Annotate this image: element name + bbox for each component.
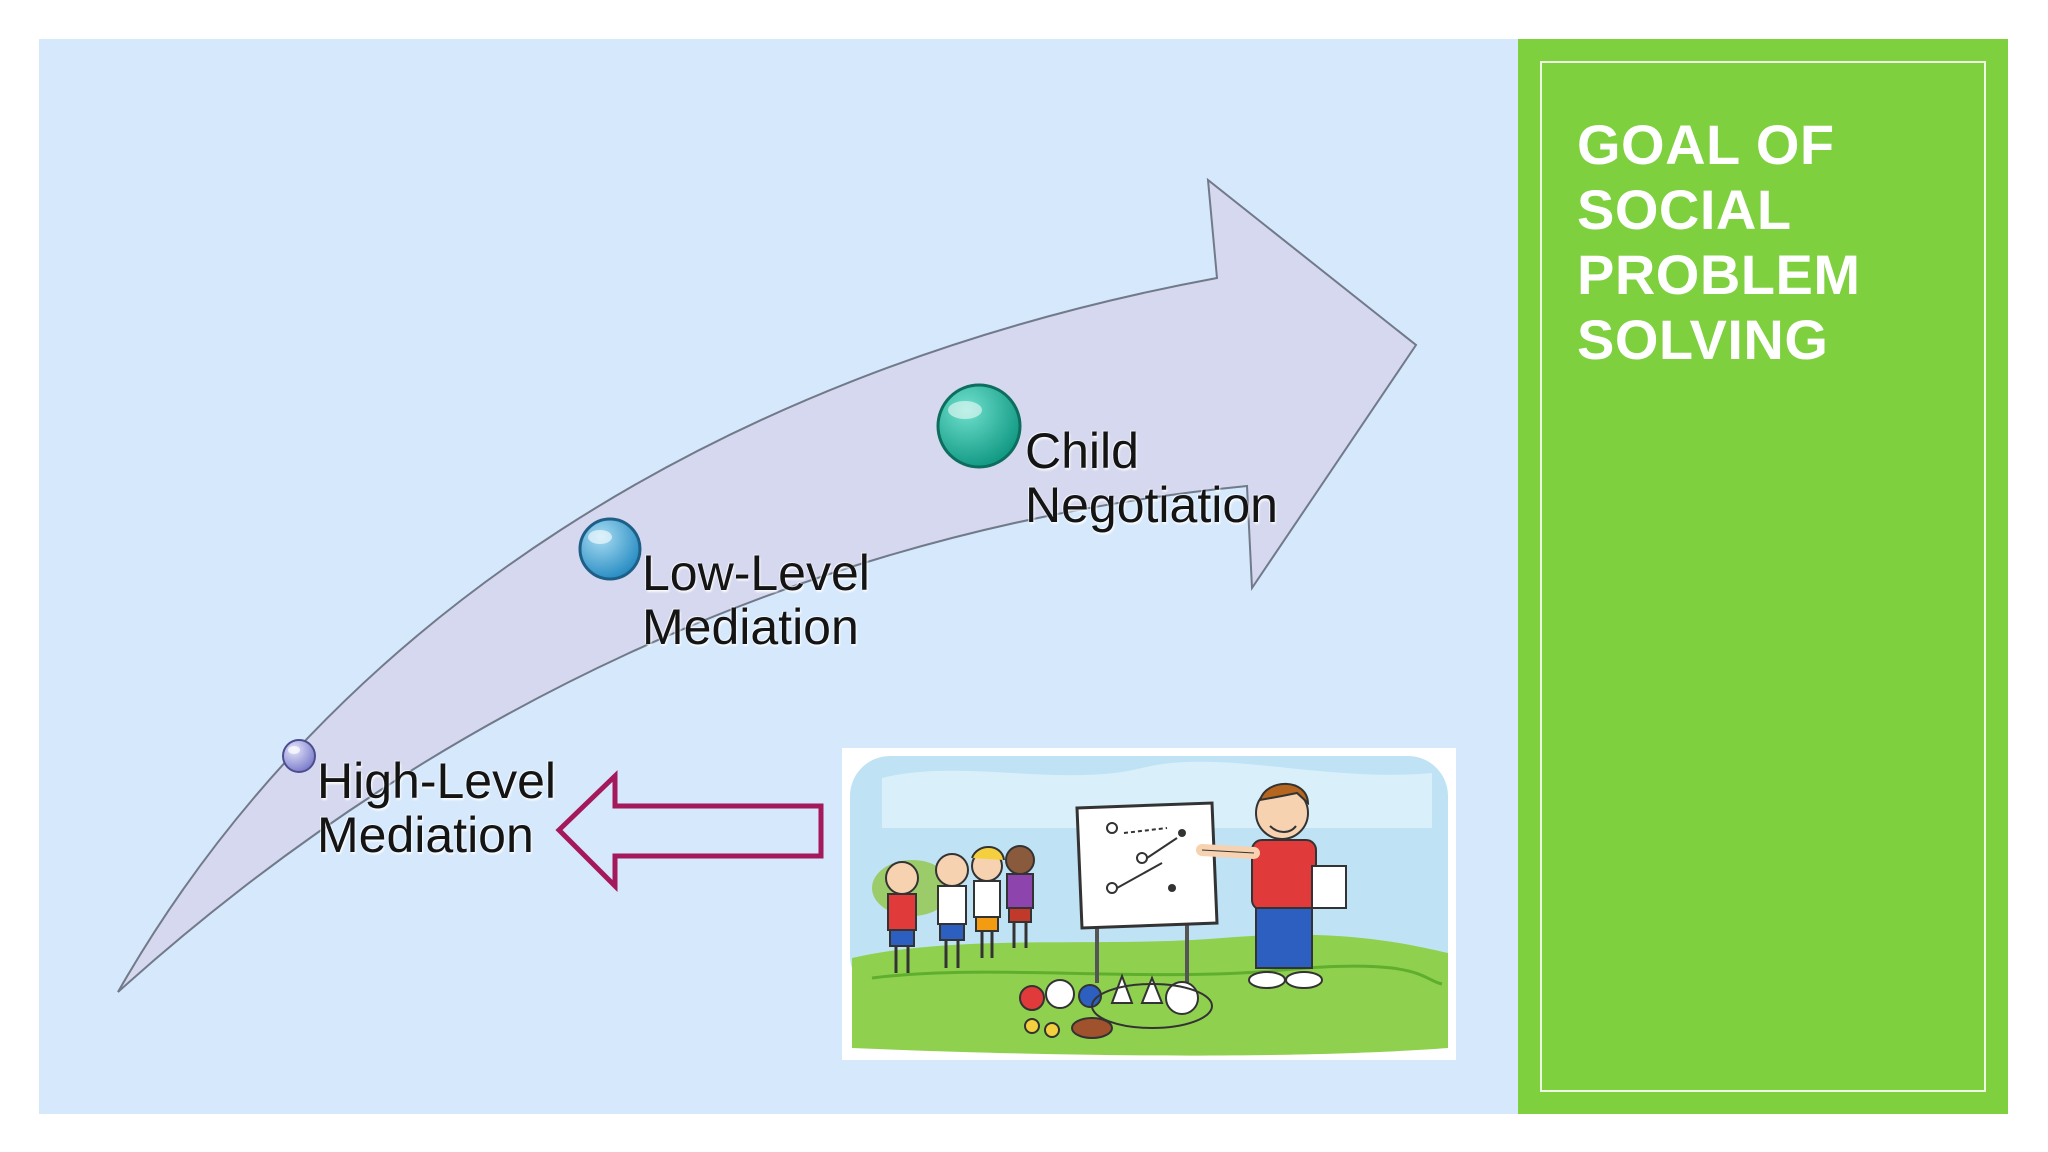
slide-title-line: SOLVING <box>1577 308 1829 371</box>
step-label-line: Negotiation <box>1025 477 1278 533</box>
step-dot-high <box>282 739 316 773</box>
title-panel-frame <box>1540 61 1986 1092</box>
slide-title-line: SOCIAL <box>1577 178 1792 241</box>
slide-title: GOAL OF SOCIAL PROBLEM SOLVING <box>1577 112 1967 372</box>
step-label-high-level: High-Level Mediation <box>317 754 556 862</box>
step-label-line: Child <box>1025 423 1139 479</box>
step-label-line: Low-Level <box>642 545 870 601</box>
step-label-low-level: Low-Level Mediation <box>642 546 870 654</box>
pointer-arrow <box>555 770 824 893</box>
slide-title-line: GOAL OF <box>1577 113 1835 176</box>
step-dot-low <box>578 517 642 581</box>
step-label-line: Mediation <box>317 807 534 863</box>
title-panel: GOAL OF SOCIAL PROBLEM SOLVING <box>1518 39 2008 1114</box>
curved-arrow <box>117 177 1418 993</box>
step-label-line: Mediation <box>642 599 859 655</box>
step-label-child-negotiation: Child Negotiation <box>1025 424 1278 532</box>
step-dot-child <box>936 383 1022 469</box>
slide-title-line: PROBLEM <box>1577 243 1861 306</box>
step-label-line: High-Level <box>317 753 557 809</box>
coach-cartoon-image <box>842 748 1456 1060</box>
